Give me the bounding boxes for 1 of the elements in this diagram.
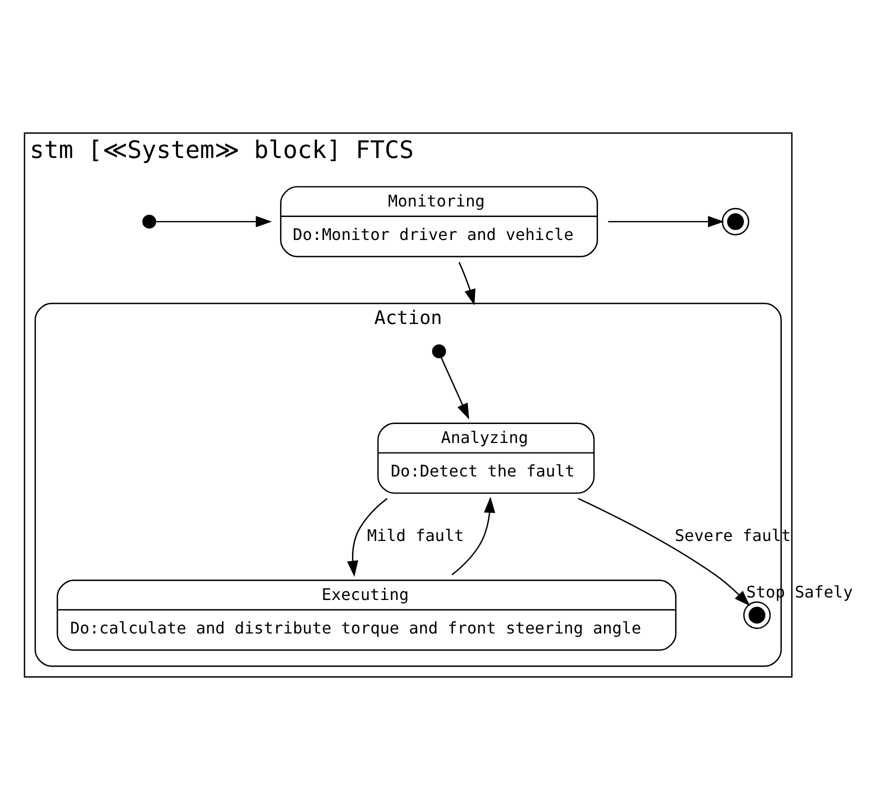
edge-label: Mild fault [367,526,464,545]
